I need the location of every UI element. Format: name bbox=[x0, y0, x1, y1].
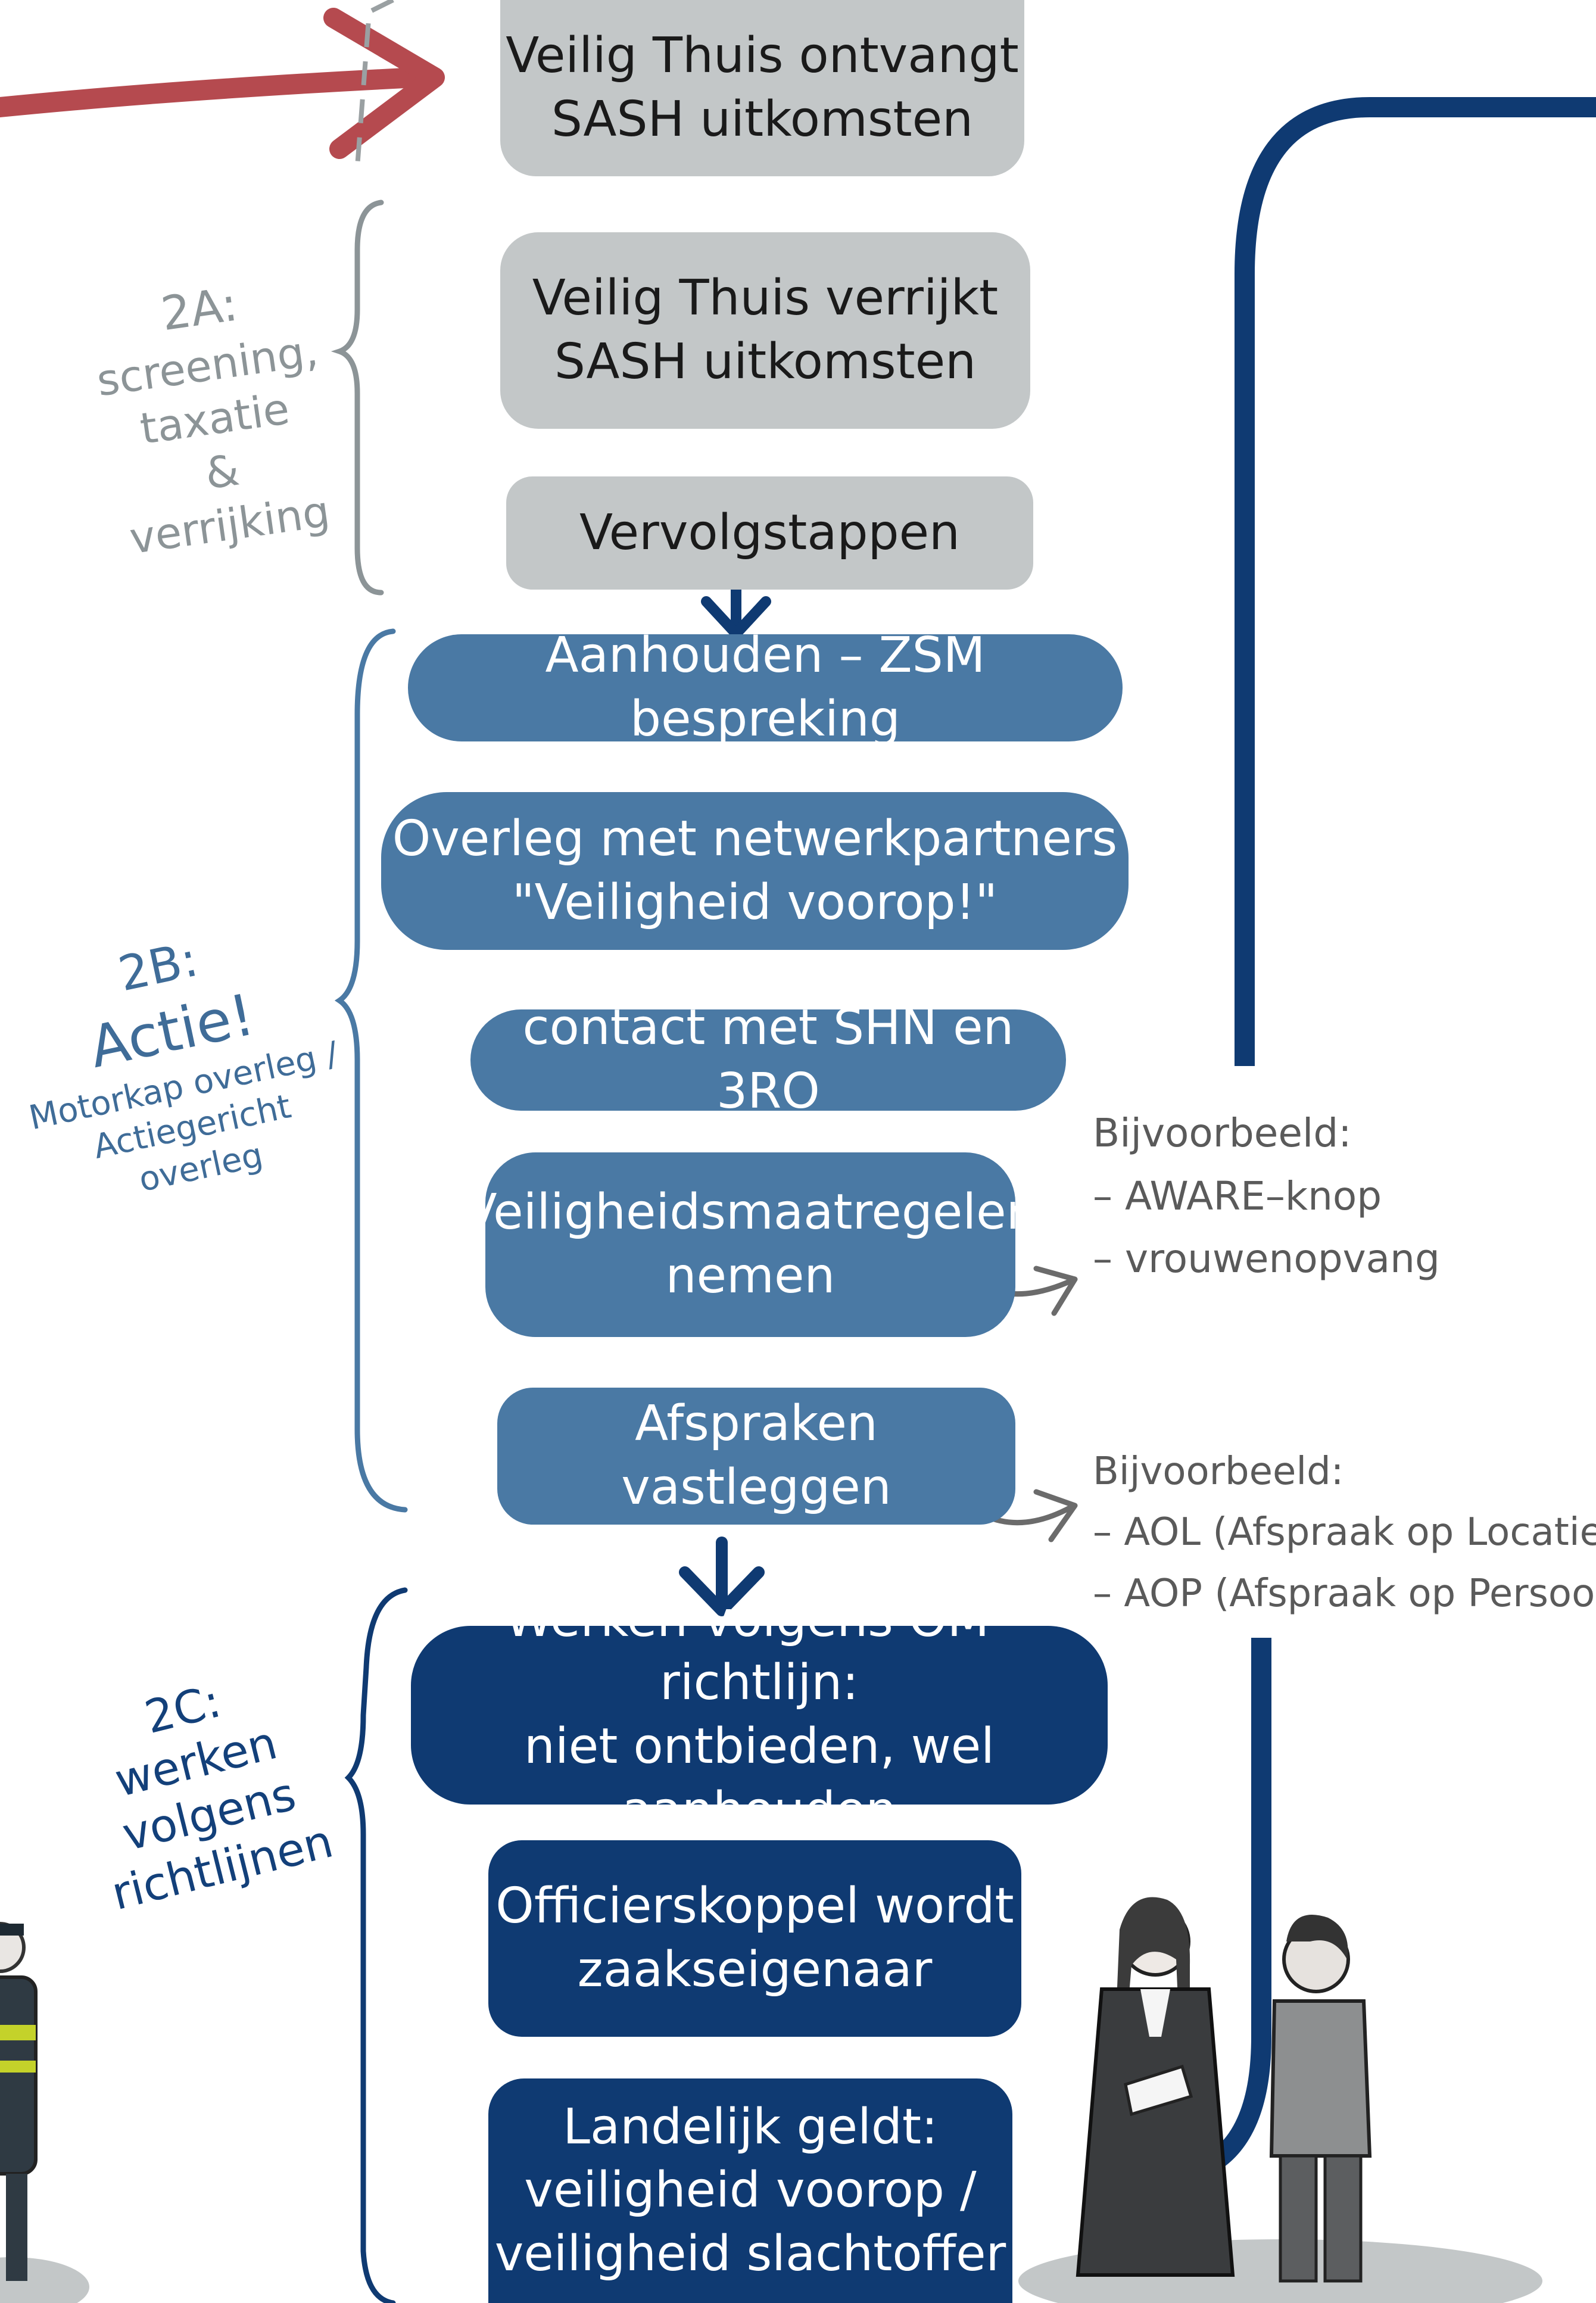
step-veilig-thuis-ontvangt: Veilig Thuis ontvangt SASH uitkomsten bbox=[500, 0, 1024, 176]
step-landelijk-geldt: Landelijk geldt: veiligheid voorop / vei… bbox=[488, 2078, 1012, 2303]
step-line: "Veiligheid voorop!" bbox=[512, 874, 998, 931]
step-aanhouden-zsm: Aanhouden – ZSM bespreking bbox=[408, 627, 1123, 747]
phase-label-2a: 2A: screening, taxatie & verrijking bbox=[83, 266, 345, 567]
step-line: Werken volgens OM–richtlijn: bbox=[504, 1591, 1014, 1712]
brace-2a bbox=[331, 200, 384, 596]
step-veiligheidsmaatregelen: Veiligheidsmaatregelen nemen bbox=[463, 1152, 1037, 1337]
step-overleg-netwerkpartners: Overleg met netwerkpartners "Veiligheid … bbox=[381, 792, 1129, 950]
note-item: – AOL (Afspraak op Locatie) bbox=[1093, 1510, 1596, 1555]
note-afspraken-examples: Bijvoorbeeld: – AOL (Afspraak op Locatie… bbox=[1093, 1441, 1596, 1624]
note-item: – AOP (Afspraak op Persoon) bbox=[1093, 1571, 1596, 1616]
step-afspraken-vastleggen: Afspraken vastleggen bbox=[497, 1388, 1015, 1525]
down-arrow-1 bbox=[701, 578, 771, 639]
step-officierskoppel: Officierskoppel wordt zaakseigenaar bbox=[488, 1840, 1021, 2037]
brace-2b bbox=[334, 628, 408, 1513]
note-maatregelen-examples: Bijvoorbeeld: – AWARE–knop – vrouwenopva… bbox=[1093, 1102, 1450, 1291]
step-vervolgstappen: Vervolgstappen bbox=[506, 476, 1033, 590]
magistrate-and-person-illustration bbox=[1018, 1897, 1542, 2303]
step-line: veiligheid slachtoffer bbox=[494, 2225, 1006, 2282]
down-arrow-2 bbox=[679, 1537, 765, 1616]
step-line: Veiligheidsmaatregelen bbox=[463, 1184, 1037, 1241]
step-line: nemen bbox=[665, 1248, 836, 1304]
step-om-richtlijn: Werken volgens OM–richtlijn: niet ontbie… bbox=[411, 1591, 1108, 1838]
step-line: Overleg met netwerkpartners bbox=[392, 810, 1118, 867]
dashed-connector bbox=[355, 0, 394, 167]
step-veilig-thuis-verrijkt: Veilig Thuis verrijkt SASH uitkomsten bbox=[500, 232, 1030, 429]
step-contact-shn-3ro: contact met SHN en 3RO bbox=[470, 999, 1066, 1120]
brace-2c bbox=[344, 1587, 408, 2303]
step-line: veiligheid voorop / bbox=[524, 2162, 977, 2219]
note-title: Bijvoorbeeld: bbox=[1093, 1450, 1344, 1494]
step-line: Veilig Thuis ontvangt bbox=[506, 27, 1019, 85]
step-line: Vervolgstappen bbox=[579, 504, 961, 561]
note-item: – AWARE–knop bbox=[1093, 1173, 1382, 1219]
step-line: SASH uitkomsten bbox=[554, 334, 977, 390]
step-line: Veilig Thuis verrijkt bbox=[532, 270, 999, 327]
step-line: zaakseigenaar bbox=[577, 1941, 933, 1998]
note-title: Bijvoorbeeld: bbox=[1093, 1110, 1352, 1156]
step-line: Afspraken vastleggen bbox=[621, 1395, 891, 1516]
note-item: – vrouwenopvang bbox=[1093, 1236, 1440, 1282]
step-line: SASH uitkomsten bbox=[551, 91, 974, 148]
step-line: contact met SHN en 3RO bbox=[522, 999, 1014, 1120]
police-officer-illustration bbox=[0, 1922, 89, 2303]
step-line: niet ontbieden, wel aanhouden bbox=[524, 1718, 995, 1838]
step-line: Officierskoppel wordt bbox=[495, 1878, 1014, 1935]
feedback-loop-line bbox=[1235, 97, 1596, 1066]
step-line: Landelijk geldt: bbox=[563, 2098, 938, 2155]
step-line: Aanhouden – ZSM bespreking bbox=[545, 627, 986, 747]
